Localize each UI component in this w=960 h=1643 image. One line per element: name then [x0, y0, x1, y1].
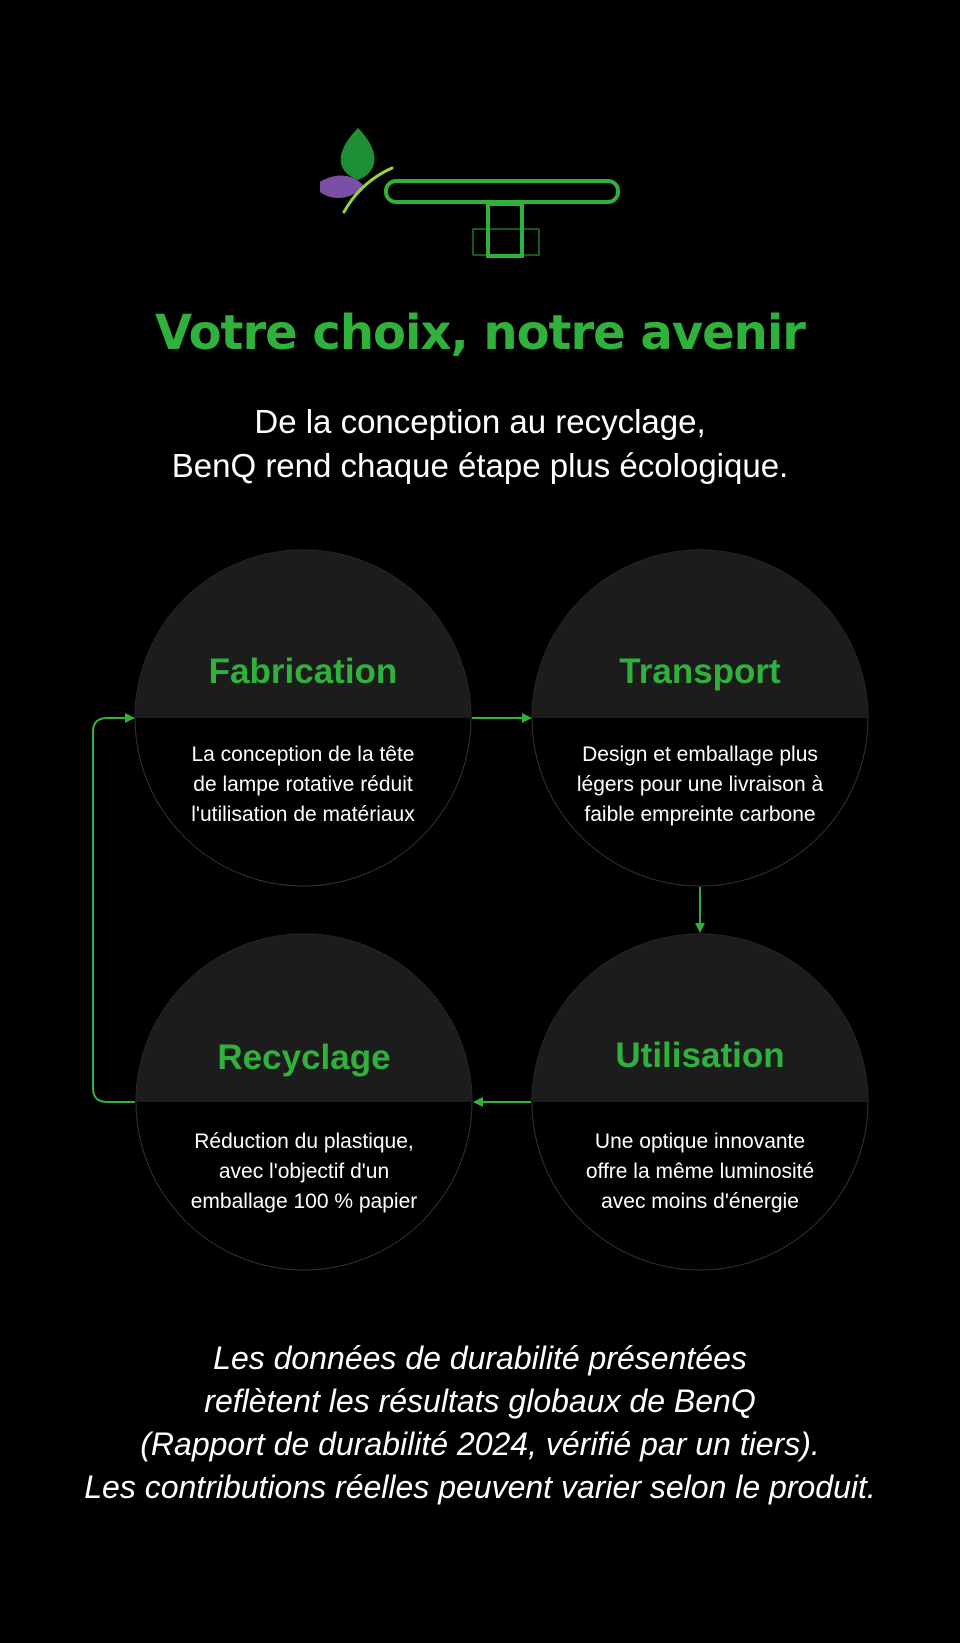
footnote-line: (Rapport de durabilité 2024, vérifié par… [140, 1426, 820, 1462]
stage-circle-transport [531, 549, 869, 887]
description-line: emballage 100 % papier [190, 1190, 418, 1213]
lamp-stand [486, 202, 524, 258]
description-line: l'utilisation de matériaux [191, 803, 415, 826]
footnote-line: reflètent les résultats globaux de BenQ [204, 1383, 756, 1419]
description-line: offre la même luminosité [585, 1160, 815, 1183]
stage-title-utilisation: Utilisation [615, 1036, 785, 1075]
stage-circle-recyclage [135, 933, 473, 1271]
stage-description-utilisation: Une optique innovante offre la même lumi… [555, 1127, 845, 1217]
footnote-line: Les contributions réelles peuvent varier… [84, 1469, 876, 1505]
arrow-recyclage-to-fabrication [92, 713, 135, 1103]
footnote-line: Les données de durabilité présentées [213, 1340, 747, 1376]
description-line: légers pour une livraison à [576, 773, 824, 796]
description-line: avec moins d'énergie [601, 1190, 799, 1213]
description-line: Une optique innovante [594, 1130, 806, 1153]
stage-description-fabrication: La conception de la tête de lampe rotati… [158, 740, 448, 830]
purple-leaf [320, 175, 364, 198]
subtitle-line: BenQ rend chaque étape plus écologique. [171, 447, 789, 484]
stage-title-recyclage: Recyclage [217, 1038, 391, 1077]
green-leaf [340, 128, 375, 180]
stage-title-fabrication: Fabrication [208, 652, 398, 691]
stage-title-transport: Transport [619, 652, 781, 691]
stage-description-recyclage: Réduction du plastique, avec l'objectif … [159, 1127, 449, 1217]
page-title: Votre choix, notre avenir [155, 305, 806, 361]
description-line: Réduction du plastique, [194, 1130, 414, 1153]
stage-circle-utilisation [531, 933, 869, 1271]
subtitle-line: De la conception au recyclage, [254, 403, 706, 440]
stage-description-transport: Design et emballage plus légers pour une… [555, 740, 845, 830]
description-line: avec l'objectif d'un [218, 1160, 390, 1183]
desk-lamp-with-leaves-icon [320, 128, 620, 258]
page-subtitle: De la conception au recyclage, BenQ rend… [0, 400, 960, 488]
sustainability-footnote: Les données de durabilité présentées ref… [0, 1337, 960, 1509]
lamp-base [472, 228, 540, 256]
description-line: La conception de la tête [191, 743, 415, 766]
description-line: Design et emballage plus [582, 743, 818, 766]
description-line: faible empreinte carbone [584, 803, 816, 826]
description-line: de lampe rotative réduit [193, 773, 413, 796]
leaf-stem [342, 166, 394, 214]
stage-circle-fabrication [134, 549, 472, 887]
